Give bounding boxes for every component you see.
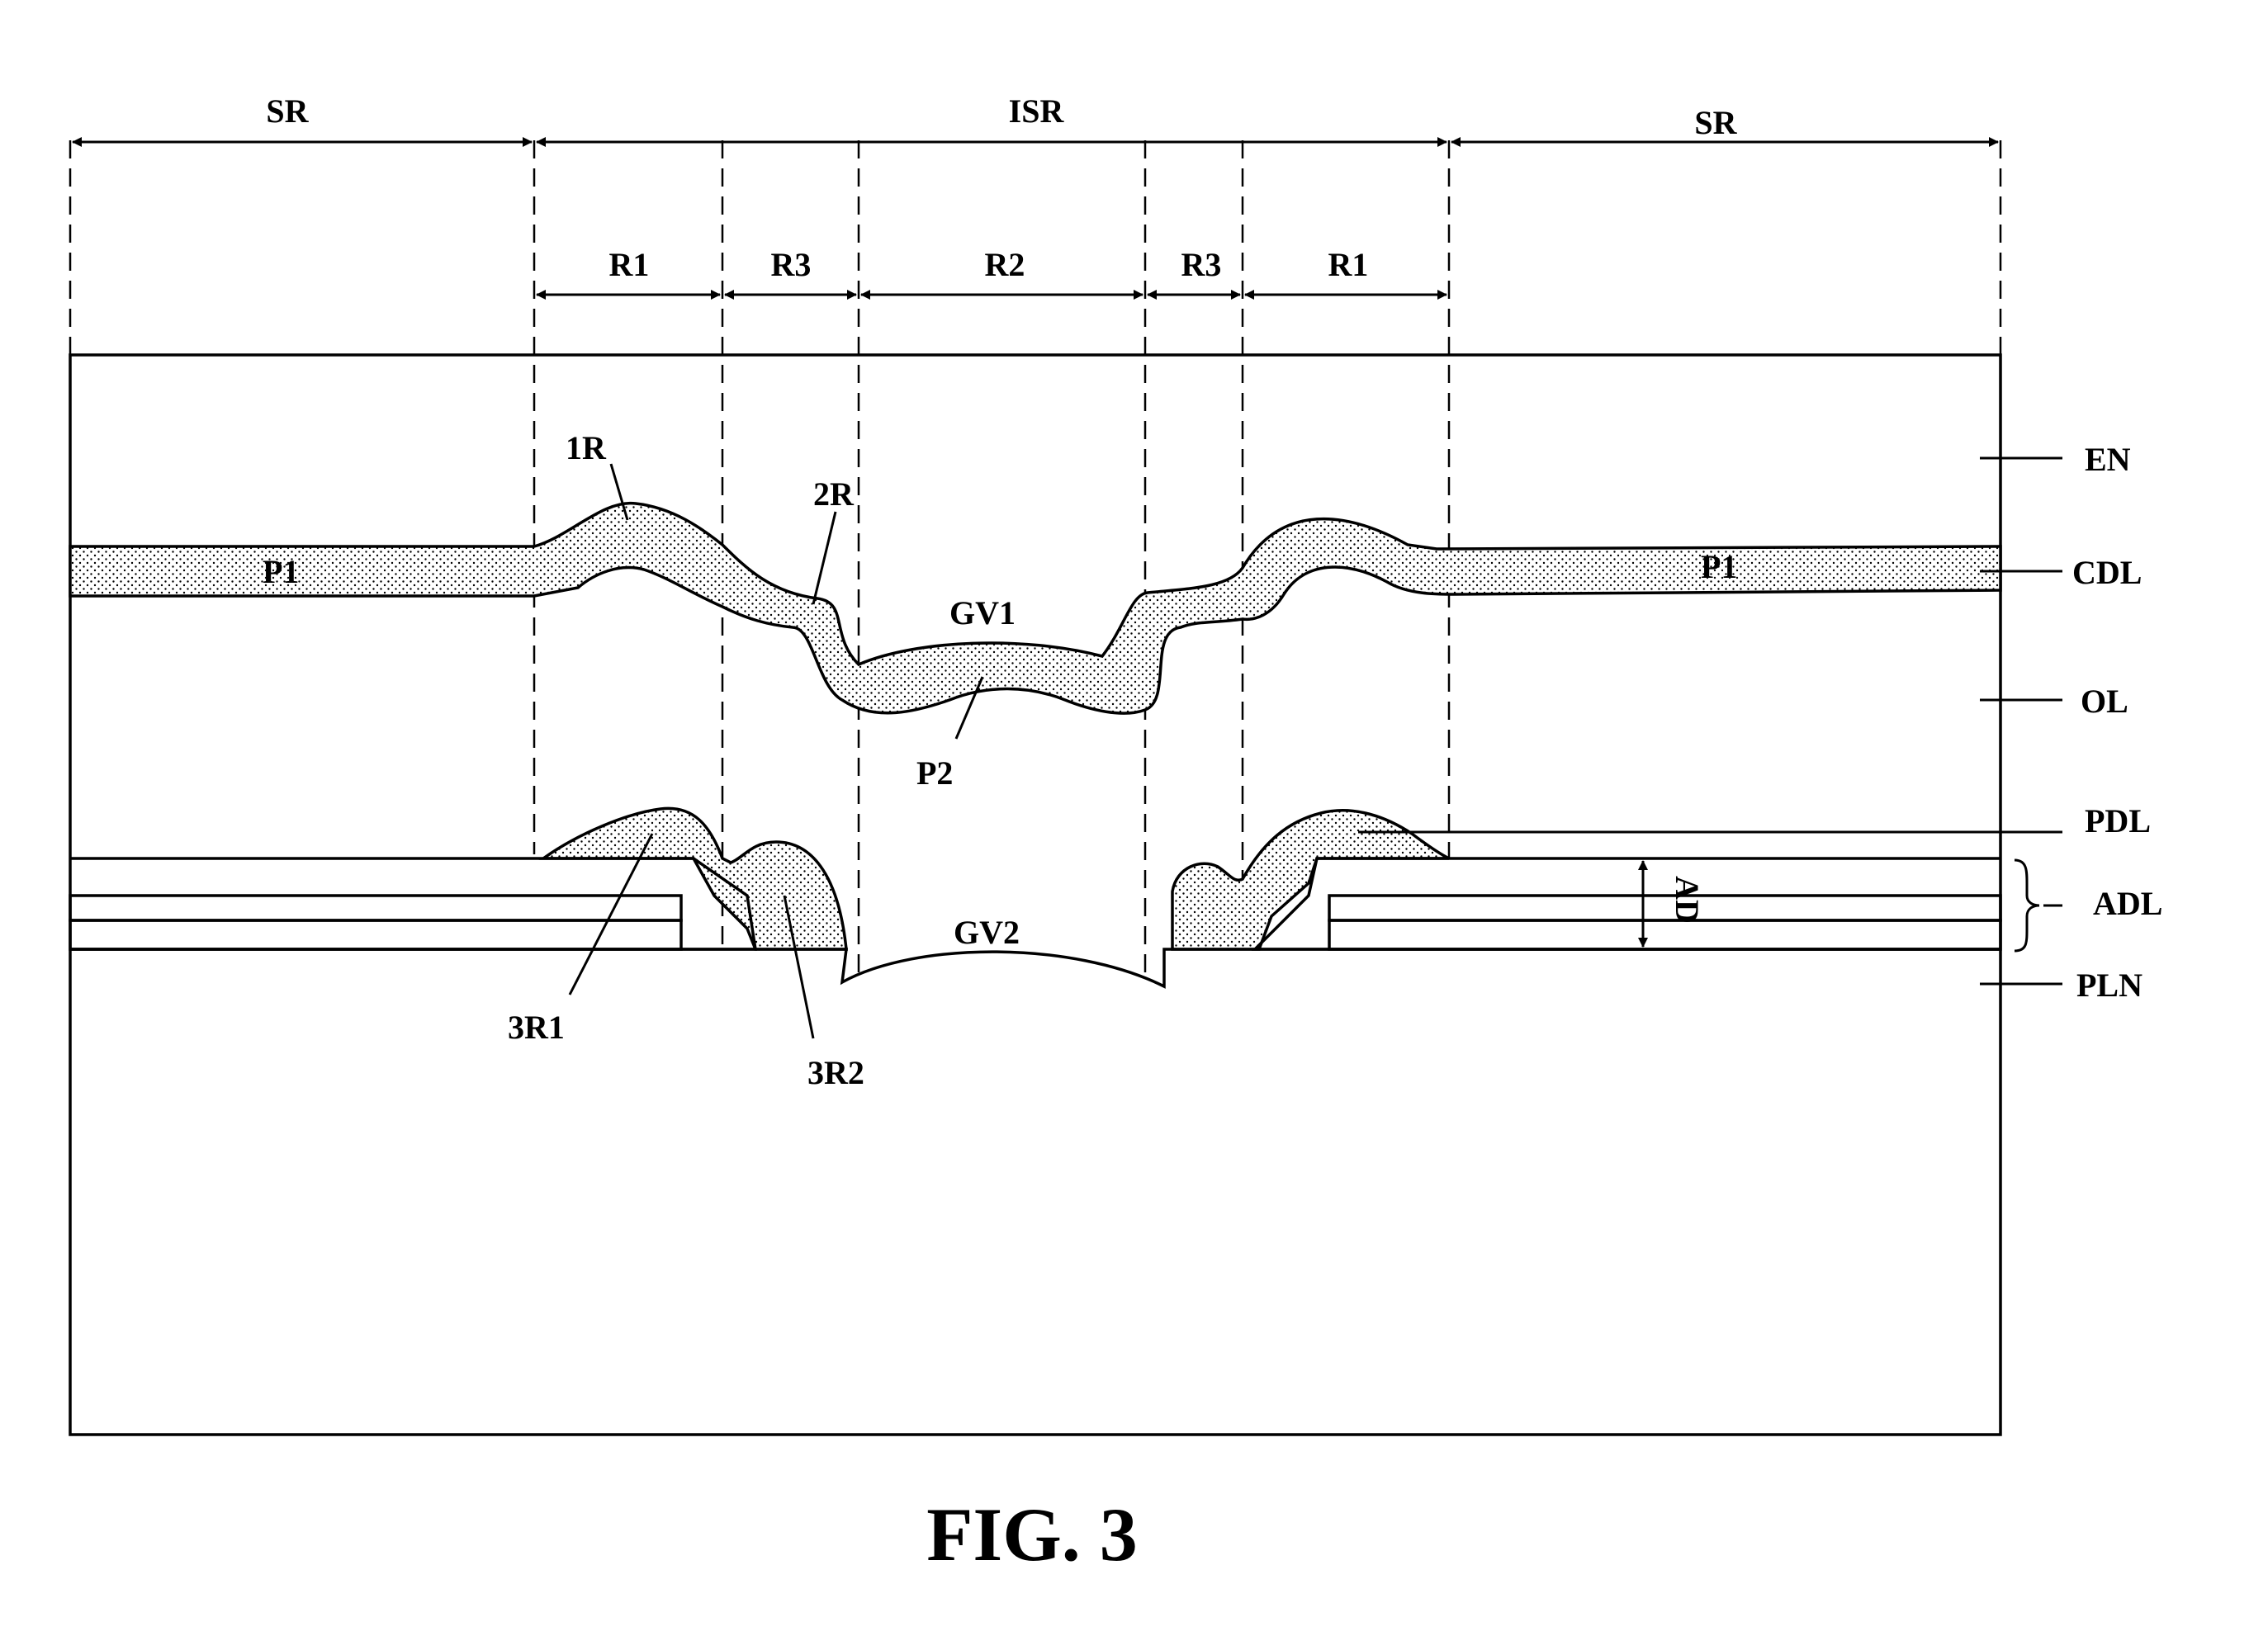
part-label-p1-right: P1: [1701, 548, 1737, 585]
part-label-p2: P2: [916, 754, 953, 792]
layer-label-pdl: PDL: [2085, 802, 2151, 839]
layer-leader-lines: [1358, 456, 2062, 986]
planarization-surface-gv2: [70, 948, 2000, 989]
sub-region-label-r1-left: R1: [609, 246, 650, 283]
region-label-isr: ISR: [1009, 92, 1065, 130]
figure-caption: FIG. 3: [926, 1492, 1138, 1577]
boundary-dashed-lines: [69, 140, 2002, 982]
part-label-3r2: 3R2: [807, 1054, 864, 1091]
part-label-gv1: GV1: [949, 594, 1016, 631]
common-layer-cdl: [69, 501, 2002, 715]
sub-region-label-r2: R2: [985, 246, 1025, 283]
sub-region-label-r3-right: R3: [1181, 246, 1222, 283]
region-label-sr-right: SR: [1694, 104, 1737, 141]
part-label-gv2: GV2: [954, 914, 1020, 951]
part-label-3r1: 3R1: [508, 1009, 565, 1046]
region-label-sr-left: SR: [266, 92, 309, 130]
sub-region-label-r1-right: R1: [1328, 246, 1369, 283]
part-label-1r: 1R: [566, 429, 607, 466]
adl-bracket: [2014, 858, 2040, 953]
ridge-3r1-left: [538, 806, 848, 951]
leader-1r: [609, 463, 629, 521]
auxiliary-layer-adl-right: [1251, 857, 2002, 951]
adl-thickness-label: AD: [1669, 876, 1706, 924]
layer-label-en: EN: [2085, 441, 2131, 478]
auxiliary-layer-adl-left: [69, 857, 758, 951]
part-label-p1-left: P1: [263, 553, 299, 590]
leader-2r: [812, 511, 837, 605]
sub-region-label-r3-left: R3: [771, 246, 812, 283]
part-label-2r: 2R: [813, 475, 855, 513]
layer-label-pln: PLN: [2076, 967, 2143, 1004]
leader-p2: [954, 676, 984, 740]
layer-label-ol: OL: [2081, 683, 2128, 720]
ridge-3r1-right: [1171, 809, 1450, 951]
leader-3r2: [783, 895, 815, 1039]
layer-label-adl: ADL: [2093, 885, 2162, 922]
leader-3r1: [568, 833, 654, 995]
layer-label-cdl: CDL: [2072, 554, 2142, 591]
